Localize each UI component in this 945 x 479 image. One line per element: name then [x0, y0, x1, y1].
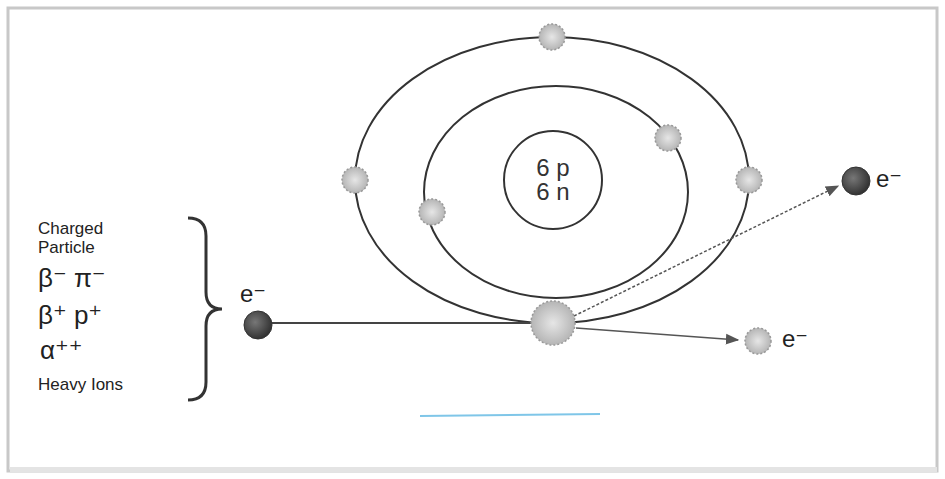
- frame: [8, 8, 937, 471]
- particle-symbol: β⁺ p⁺: [38, 301, 102, 330]
- underline-mark: [420, 414, 600, 416]
- incoming-electron: [244, 311, 272, 339]
- electron-label: e⁻: [240, 281, 266, 307]
- particle-symbol: α⁺⁺: [40, 336, 82, 365]
- nucleus-circle: 6 p6 n: [503, 130, 603, 230]
- category-label: Charged Particle: [38, 220, 138, 257]
- outer-orbit: [355, 37, 749, 323]
- scatter-track: [574, 186, 838, 316]
- nucleus-text: 6 p: [536, 156, 569, 180]
- inner-orbit: [424, 86, 688, 298]
- ejected-track: [576, 328, 738, 340]
- struck-electron: [531, 301, 575, 345]
- nucleus-text: 6 n: [536, 180, 569, 204]
- bracket: [188, 218, 222, 400]
- ejected-electron: [745, 328, 771, 354]
- particle-symbol: β⁻ π⁻: [38, 264, 106, 293]
- category-label: Heavy Ions: [38, 376, 123, 395]
- incoming-track: [272, 322, 532, 324]
- orbit-electrons: [342, 24, 762, 225]
- electron-label: e⁻: [876, 166, 902, 192]
- electron-label: e⁻: [782, 326, 808, 352]
- frame-shadow: [10, 467, 937, 472]
- scattered-electron: [842, 167, 870, 195]
